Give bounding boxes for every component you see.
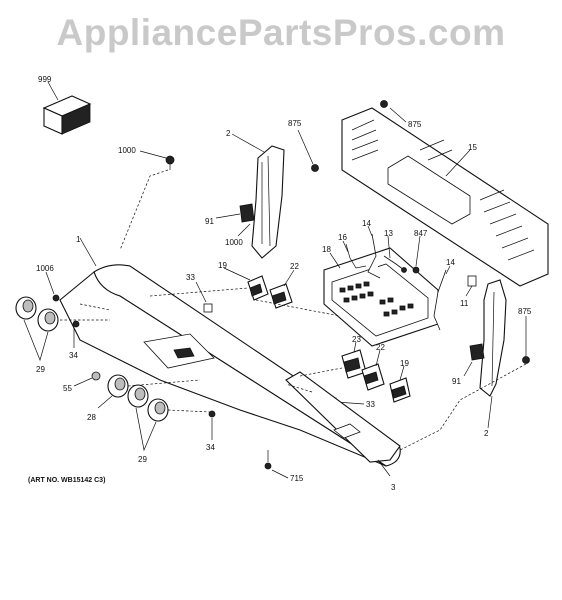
callout-3: 3 — [391, 483, 396, 492]
part-875-screw-c[interactable] — [522, 356, 530, 364]
watermark-text: AppliancePartsPros.com — [56, 12, 506, 53]
callout-875-a: 875 — [288, 119, 302, 128]
part-1000-screw[interactable] — [165, 155, 175, 170]
part-34-clip-lower[interactable] — [208, 410, 216, 418]
callout-2-left: 2 — [226, 129, 231, 138]
part-29-knob-lower-b[interactable] — [147, 398, 169, 422]
part-2-right-endcap[interactable] — [469, 279, 507, 397]
part-19-relay-upper[interactable] — [247, 275, 269, 301]
callout-1: 1 — [76, 235, 81, 244]
callout-847: 847 — [414, 229, 428, 238]
part-875-screw-a[interactable] — [311, 164, 319, 172]
callout-14-b: 14 — [446, 258, 455, 267]
callout-33-lower: 33 — [366, 400, 375, 409]
callout-29-upper: 29 — [36, 365, 45, 374]
callout-34-upper: 34 — [69, 351, 78, 360]
part-3-lower-trim[interactable] — [285, 371, 401, 463]
callout-29-lower: 29 — [138, 455, 147, 464]
callout-875-b: 875 — [408, 120, 422, 129]
part-11-clip[interactable] — [467, 275, 477, 287]
callout-1006: 1006 — [36, 264, 54, 273]
part-875-screw-b[interactable] — [380, 100, 388, 108]
part-16-wire[interactable] — [345, 243, 367, 269]
part-715-screw[interactable] — [264, 450, 272, 470]
callout-23: 23 — [352, 335, 361, 344]
callout-22-lower: 22 — [376, 343, 385, 352]
part-34-clip-upper[interactable] — [72, 320, 80, 328]
part-22-relay-upper[interactable] — [269, 283, 293, 309]
part-1006-screw[interactable] — [52, 294, 60, 302]
part-29-knob-upper-a[interactable] — [15, 296, 37, 320]
callout-19-upper: 19 — [218, 261, 227, 270]
part-14-harness-a[interactable] — [367, 233, 381, 279]
part-13-switch[interactable] — [383, 255, 407, 273]
callout-19-lower: 19 — [400, 359, 409, 368]
callout-1000-left: 1000 — [225, 238, 243, 247]
callout-14-a: 14 — [362, 219, 371, 228]
part-2-left-endcap[interactable] — [239, 145, 285, 259]
part-15-back-panel[interactable] — [341, 107, 549, 287]
callout-1000-top: 1000 — [118, 146, 136, 155]
part-847-screw[interactable] — [412, 266, 420, 274]
part-23-relay[interactable] — [341, 349, 367, 379]
callout-33-upper: 33 — [186, 273, 195, 282]
part-18-control-board[interactable] — [323, 247, 439, 347]
callout-875-c: 875 — [518, 307, 532, 316]
part-29-knob-lower-a[interactable] — [127, 384, 149, 408]
callout-999: 999 — [38, 75, 52, 84]
part-29-knob-upper-b[interactable] — [37, 308, 59, 332]
callout-18: 18 — [322, 245, 331, 254]
callout-91-right: 91 — [452, 377, 461, 386]
callout-16: 16 — [338, 233, 347, 242]
callout-34-lower: 34 — [206, 443, 215, 452]
callout-91-left: 91 — [205, 217, 214, 226]
part-999-box[interactable] — [42, 95, 92, 135]
art-number-label: (ART NO. WB15142 C3) — [28, 477, 106, 484]
callout-715: 715 — [290, 474, 304, 483]
part-19-relay-lower[interactable] — [389, 377, 411, 403]
callout-2-right: 2 — [484, 429, 489, 438]
part-14-harness-b[interactable] — [433, 269, 447, 331]
callout-15: 15 — [468, 143, 477, 152]
part-55-washer[interactable] — [91, 371, 101, 381]
part-33-clip-upper[interactable] — [203, 303, 213, 313]
callout-22-upper: 22 — [290, 262, 299, 271]
callout-11: 11 — [460, 299, 469, 308]
part-22-relay-lower[interactable] — [361, 363, 385, 391]
part-28-knob[interactable] — [107, 374, 129, 398]
callout-55: 55 — [63, 384, 72, 393]
callout-28: 28 — [87, 413, 96, 422]
callout-13: 13 — [384, 229, 393, 238]
